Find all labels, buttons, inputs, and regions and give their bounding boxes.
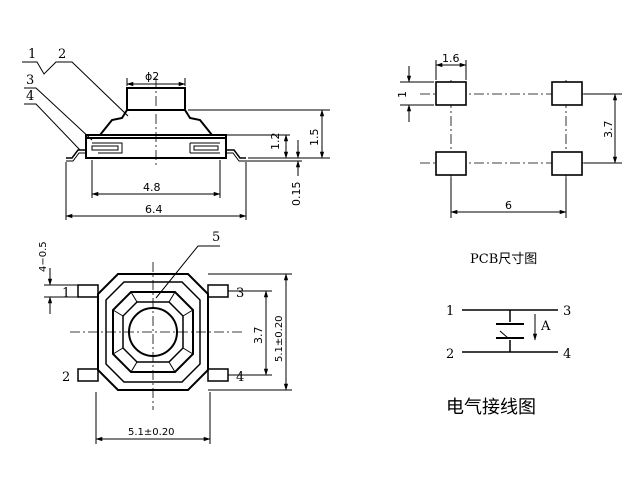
dim-0-15: 0.15 bbox=[290, 182, 303, 207]
top-pin-2: 2 bbox=[62, 370, 70, 385]
pcb-pad-1 bbox=[435, 81, 467, 106]
pin-4-lead bbox=[207, 368, 229, 382]
dim-4-8: 4.8 bbox=[143, 181, 161, 194]
plunger-circle bbox=[128, 307, 178, 357]
pcb-pad-2 bbox=[435, 151, 467, 176]
dim-6-4: 6.4 bbox=[145, 203, 163, 216]
side-view: ϕ2 1.2 1.5 0.15 4.8 6.4 1 2 3 4 bbox=[22, 47, 330, 220]
sch-pin-1: 1 bbox=[446, 304, 454, 319]
pcb-pad-3 bbox=[551, 81, 583, 106]
pin-3-lead bbox=[207, 284, 229, 298]
pcb-dim-3-7: 3.7 bbox=[602, 121, 615, 139]
top-view: 1 2 3 4 5 4−0.5 3.7 5.1±0.20 5.1±0.20 bbox=[38, 230, 292, 444]
callout-3: 3 bbox=[26, 73, 34, 88]
top-dim-5-1-h: 5.1±0.20 bbox=[128, 427, 175, 438]
callout-5: 5 bbox=[212, 230, 220, 245]
callout-1: 1 bbox=[28, 47, 36, 62]
sch-pin-3: 3 bbox=[563, 304, 571, 319]
top-body-outline bbox=[97, 273, 209, 391]
callout-2: 2 bbox=[58, 47, 66, 62]
sch-pin-2: 2 bbox=[446, 347, 454, 362]
dim-phi2: ϕ2 bbox=[145, 70, 159, 83]
dim-1-2: 1.2 bbox=[269, 133, 282, 151]
right-lead bbox=[226, 149, 246, 159]
schematic-caption: 电气接线图 bbox=[446, 397, 536, 418]
top-pin-1: 1 bbox=[62, 286, 70, 301]
pcb-footprint: 1.6 1 3.7 6 PCB尺寸图 bbox=[396, 52, 622, 267]
top-dim-5-1-v: 5.1±0.20 bbox=[274, 315, 285, 362]
sch-pin-4: 4 bbox=[563, 347, 571, 362]
top-dim-4-05: 4−0.5 bbox=[38, 241, 49, 272]
wiring-schematic: A 1 2 3 4 电气接线图 bbox=[446, 304, 571, 418]
top-pin-3: 3 bbox=[236, 286, 244, 301]
dim-1-5: 1.5 bbox=[308, 129, 321, 147]
pin-1-lead bbox=[77, 284, 99, 298]
top-pin-4: 4 bbox=[236, 370, 244, 385]
pcb-dim-6: 6 bbox=[505, 199, 512, 212]
top-dim-3-7: 3.7 bbox=[252, 327, 265, 345]
left-lead bbox=[66, 149, 86, 159]
pcb-pad-4 bbox=[551, 151, 583, 176]
pcb-caption: PCB尺寸图 bbox=[470, 252, 537, 267]
pcb-dim-1-6: 1.6 bbox=[442, 52, 460, 65]
force-label: A bbox=[540, 319, 551, 334]
pin-2-lead bbox=[77, 368, 99, 382]
callout-4: 4 bbox=[26, 89, 34, 104]
pcb-dim-1: 1 bbox=[396, 91, 409, 98]
